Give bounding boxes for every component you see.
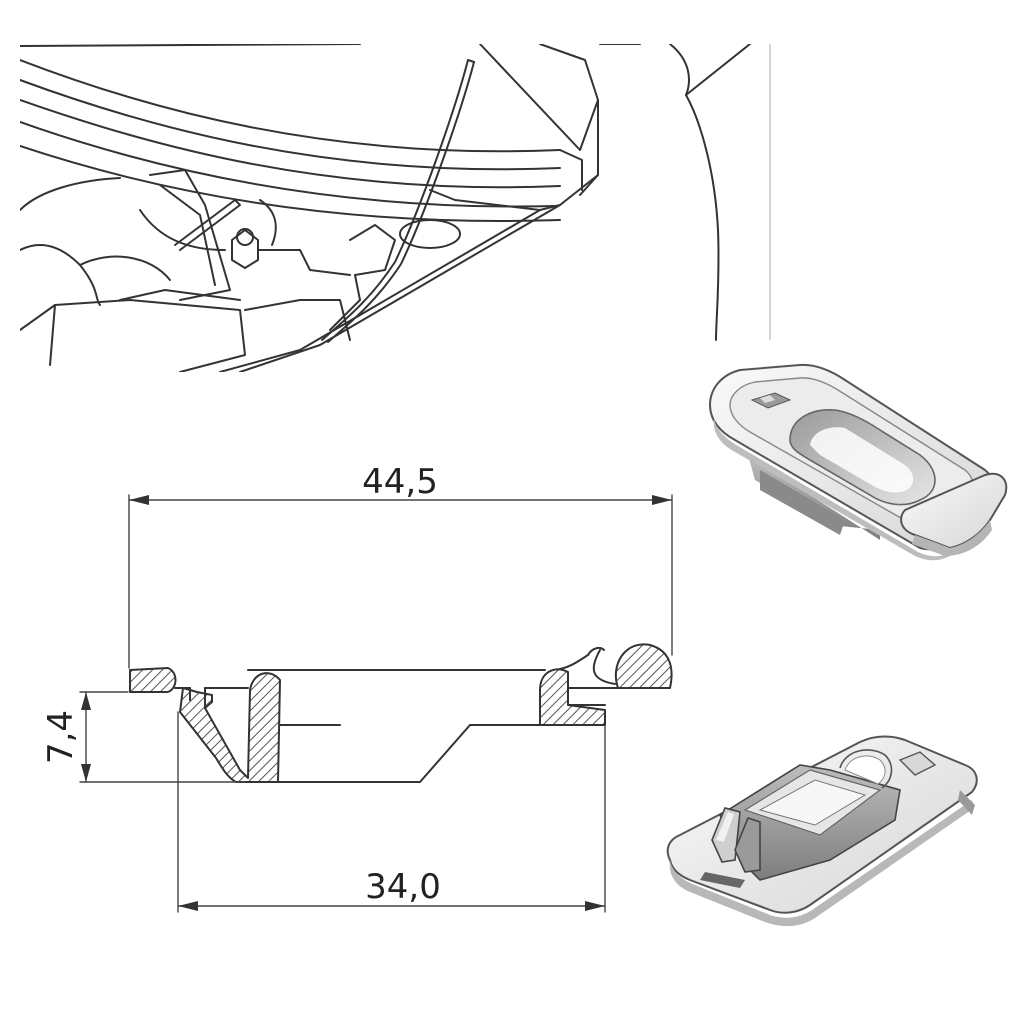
dimension-base-width-label: 34,0 [365, 867, 441, 907]
clip-render-top [708, 363, 1008, 561]
dimension-height: 7,4 [41, 691, 246, 783]
dimension-overall-width: 44,5 [128, 462, 673, 669]
cross-section-view: 44,5 7,4 34,0 [41, 462, 673, 913]
clip-render-bottom [666, 735, 978, 927]
dimension-height-label: 7,4 [41, 710, 81, 764]
dimension-overall-width-label: 44,5 [362, 462, 438, 502]
installation-detail-view [20, 44, 771, 372]
dimension-base-width: 34,0 [177, 711, 606, 913]
